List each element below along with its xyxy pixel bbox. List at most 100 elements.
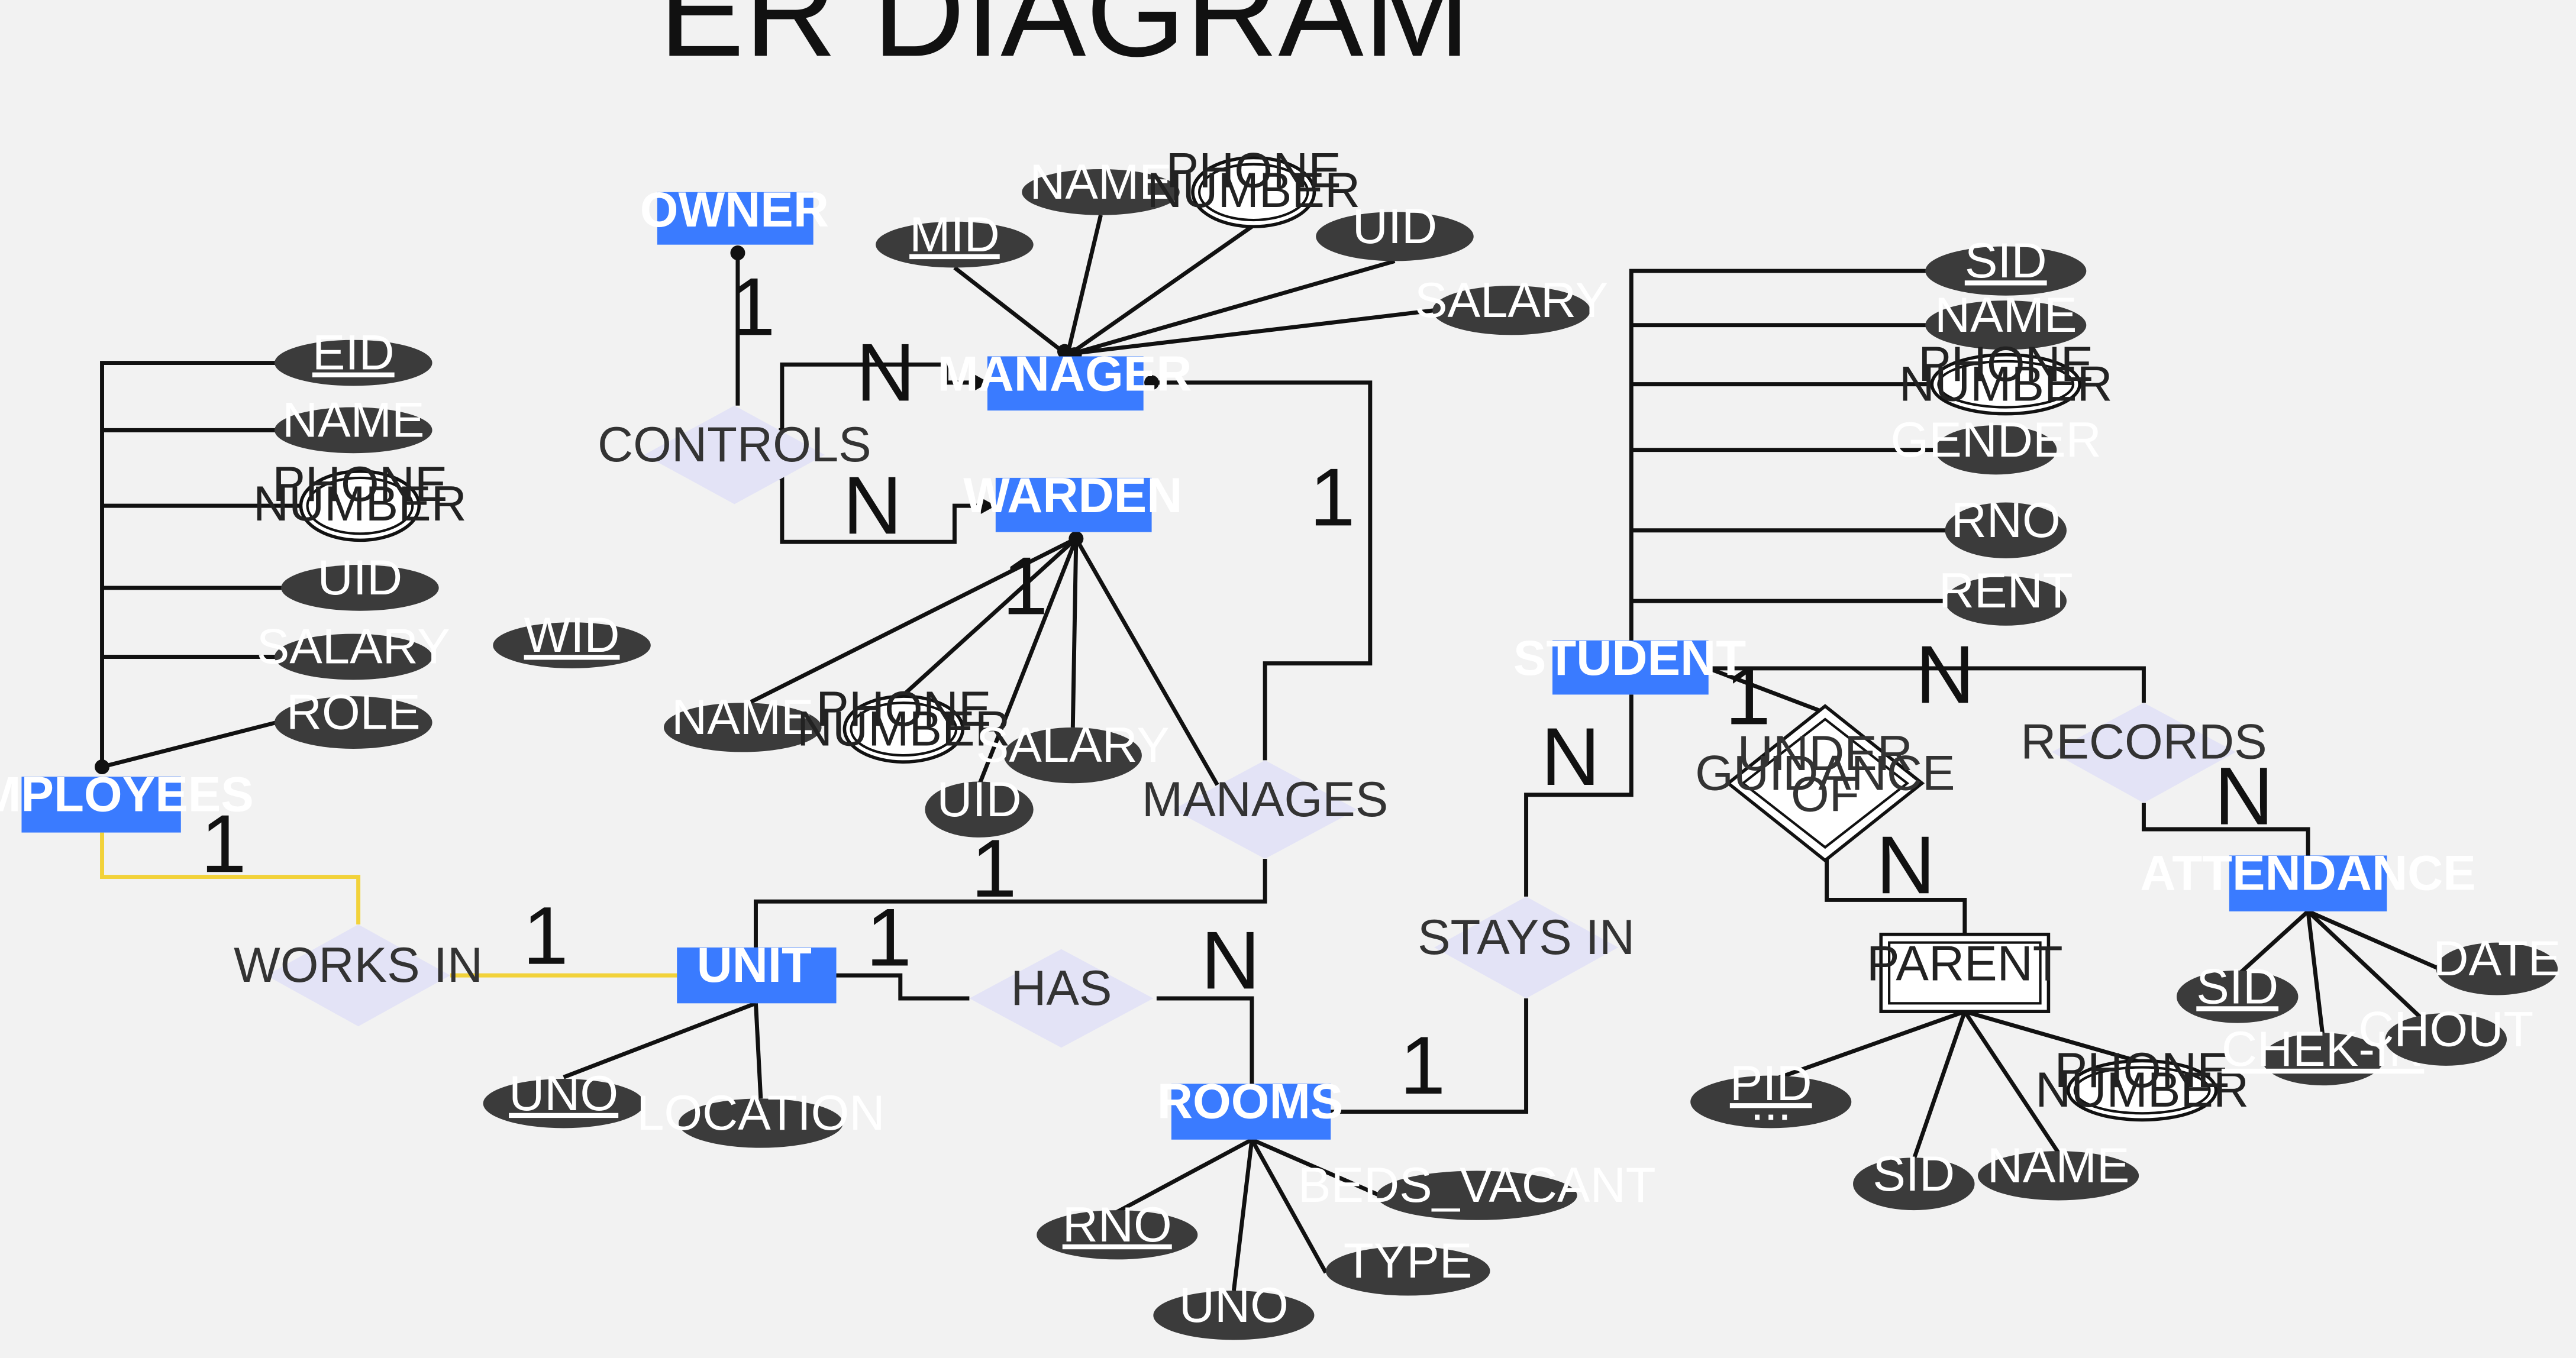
line-employees-bracket	[100, 361, 303, 769]
svg-text:BEDS_VACANT: BEDS_VACANT	[1298, 1157, 1656, 1212]
cardinality-labels: 1 N N 1 1 1 1 1 1 N 1 N 1 N N N	[201, 261, 2274, 1111]
attr-manager-salary[interactable]: SALARY	[1415, 273, 1608, 335]
attr-employees-phone[interactable]: PHONE NUMBER	[253, 457, 467, 542]
relationship-under-guidance-of[interactable]: UNDER GUIDANCE OF	[1695, 704, 1955, 863]
svg-text:HAS: HAS	[1011, 961, 1112, 1016]
attr-student-sid[interactable]: SID	[1925, 233, 2087, 296]
svg-text:WARDEN: WARDEN	[963, 468, 1182, 523]
attr-warden-wid[interactable]: WID	[493, 607, 651, 668]
card-student-guidance: 1	[1725, 650, 1771, 742]
relationship-controls[interactable]: CONTROLS	[598, 405, 871, 505]
relationship-manages[interactable]: MANAGES	[1142, 760, 1388, 859]
entity-unit[interactable]: UNIT	[677, 937, 837, 1004]
attr-rooms-type[interactable]: TYPE	[1325, 1233, 1490, 1296]
dot-employees	[95, 759, 110, 775]
attr-unit-uno[interactable]: UNO	[483, 1066, 644, 1129]
svg-text:UNO: UNO	[509, 1066, 618, 1121]
card-student-staysin: N	[1541, 711, 1600, 803]
svg-text:SID: SID	[1873, 1146, 1955, 1201]
attr-manager-mid[interactable]: MID	[876, 207, 1034, 268]
attr-student-phone[interactable]: PHONE NUMBER	[1899, 337, 2113, 416]
line-staysin-student	[1524, 694, 1634, 897]
attr-unit-location[interactable]: LOCATION	[637, 1085, 885, 1148]
line-rooms-rno	[1116, 1137, 1253, 1214]
svg-text:EMPLOYEES: EMPLOYEES	[0, 767, 254, 822]
line-rooms-beds	[1251, 1137, 1381, 1198]
dot-manager-right	[1144, 375, 1160, 390]
line-parent-sid	[1912, 1011, 1967, 1160]
svg-text:UID: UID	[937, 772, 1021, 827]
attr-student-rno[interactable]: RNO	[1945, 493, 2067, 558]
svg-text:RNO: RNO	[1063, 1197, 1172, 1252]
attr-employees-uid[interactable]: UID	[281, 550, 439, 611]
attr-parent-phone[interactable]: PHONE NUMBER	[2035, 1043, 2249, 1122]
svg-text:STAYS IN: STAYS IN	[1418, 910, 1635, 965]
entity-manager[interactable]: MANAGER	[937, 347, 1192, 411]
svg-text:LOCATION: LOCATION	[637, 1085, 885, 1140]
attr-manager-name[interactable]: NAME	[1022, 154, 1180, 215]
attr-manager-phone[interactable]: PHONE NUMBER	[1147, 143, 1360, 228]
attr-warden-salary[interactable]: SALARY	[976, 717, 1170, 784]
attr-rooms-rno[interactable]: RNO	[1037, 1197, 1198, 1260]
relationship-works-in[interactable]: WORKS IN	[234, 924, 483, 1027]
line-controls-manager	[779, 362, 989, 432]
attr-student-gender[interactable]: GENDER	[1890, 412, 2102, 475]
line-unit-has	[836, 973, 970, 1001]
svg-text:NAME: NAME	[1935, 287, 2077, 342]
attr-student-name[interactable]: NAME	[1925, 287, 2087, 350]
card-manager-manages: 1	[1309, 451, 1355, 543]
attr-employees-salary[interactable]: SALARY	[257, 619, 450, 680]
entity-warden[interactable]: WARDEN	[963, 468, 1182, 532]
svg-text:SALARY: SALARY	[1415, 273, 1608, 328]
attr-parent-name[interactable]: NAME	[1978, 1138, 2139, 1201]
line-warden-salary	[1070, 538, 1079, 728]
entity-student[interactable]: STUDENT	[1513, 630, 1746, 695]
card-unit-has: 1	[866, 891, 912, 983]
svg-text:RECORDS: RECORDS	[2020, 714, 2267, 769]
svg-text:NAME: NAME	[1029, 154, 1172, 209]
attr-employees-role[interactable]: ROLE	[275, 685, 432, 749]
attr-rooms-uno[interactable]: UNO	[1153, 1278, 1315, 1340]
arrowhead-manager	[974, 374, 989, 391]
attr-employees-name[interactable]: NAME	[275, 392, 432, 454]
entity-employees[interactable]: EMPLOYEES	[0, 767, 254, 833]
svg-text:UNIT: UNIT	[697, 937, 812, 992]
attr-rooms-beds-vacant[interactable]: BEDS_VACANT	[1298, 1157, 1656, 1220]
svg-text:PHONE: PHONE	[2055, 1043, 2230, 1098]
line-student-records	[1708, 666, 2146, 703]
svg-text:UID: UID	[318, 550, 402, 605]
relationship-records[interactable]: RECORDS	[2020, 703, 2267, 803]
attr-student-rent[interactable]: RENT	[1939, 563, 2073, 626]
arrowhead-warden	[980, 497, 996, 514]
line-student-guidance	[1707, 666, 1826, 715]
attr-parent-sid[interactable]: SID	[1853, 1146, 1975, 1211]
line-has-rooms	[1156, 996, 1254, 1084]
svg-text:UNDER: UNDER	[1738, 726, 1913, 781]
entity-owner[interactable]: OWNER	[640, 182, 829, 245]
svg-text:NUMBER: NUMBER	[1147, 163, 1360, 218]
line-warden-name	[741, 536, 1077, 708]
entity-rooms[interactable]: ROOMS	[1157, 1074, 1344, 1140]
attr-warden-name[interactable]: NAME	[664, 690, 822, 752]
attr-warden-uid[interactable]: UID	[925, 772, 1034, 838]
relationship-has[interactable]: HAS	[969, 949, 1154, 1048]
entity-attendance[interactable]: ATTENDANCE	[2140, 846, 2476, 911]
relationship-stays-in[interactable]: STAYS IN	[1418, 896, 1635, 998]
svg-text:PARENT: PARENT	[1867, 936, 2063, 991]
line-warden-manages	[1074, 537, 1219, 786]
line-attendance-chekin	[2306, 911, 2325, 1037]
weak-entity-parent[interactable]: PARENT	[1867, 932, 2063, 1013]
attr-attendance-sid[interactable]: SID	[2176, 959, 2299, 1023]
attr-parent-pid[interactable]: PID ...	[1690, 1056, 1852, 1130]
svg-text:NUMBER: NUMBER	[2035, 1062, 2249, 1117]
attr-attendance-date[interactable]: DATE	[2433, 931, 2561, 995]
attr-attendance-chout[interactable]: CHOUT	[2358, 1002, 2533, 1066]
svg-text:OF: OF	[1791, 767, 1860, 822]
svg-text:EID: EID	[312, 325, 395, 380]
attr-warden-phone[interactable]: PHONE NUMBER	[797, 681, 1011, 764]
attr-manager-uid[interactable]: UID	[1316, 199, 1474, 261]
connector-lines	[100, 214, 2441, 1291]
attr-employees-eid[interactable]: EID	[275, 325, 432, 386]
line-parent-phone	[1964, 1009, 2143, 1065]
svg-text:PHONE: PHONE	[1166, 143, 1341, 198]
